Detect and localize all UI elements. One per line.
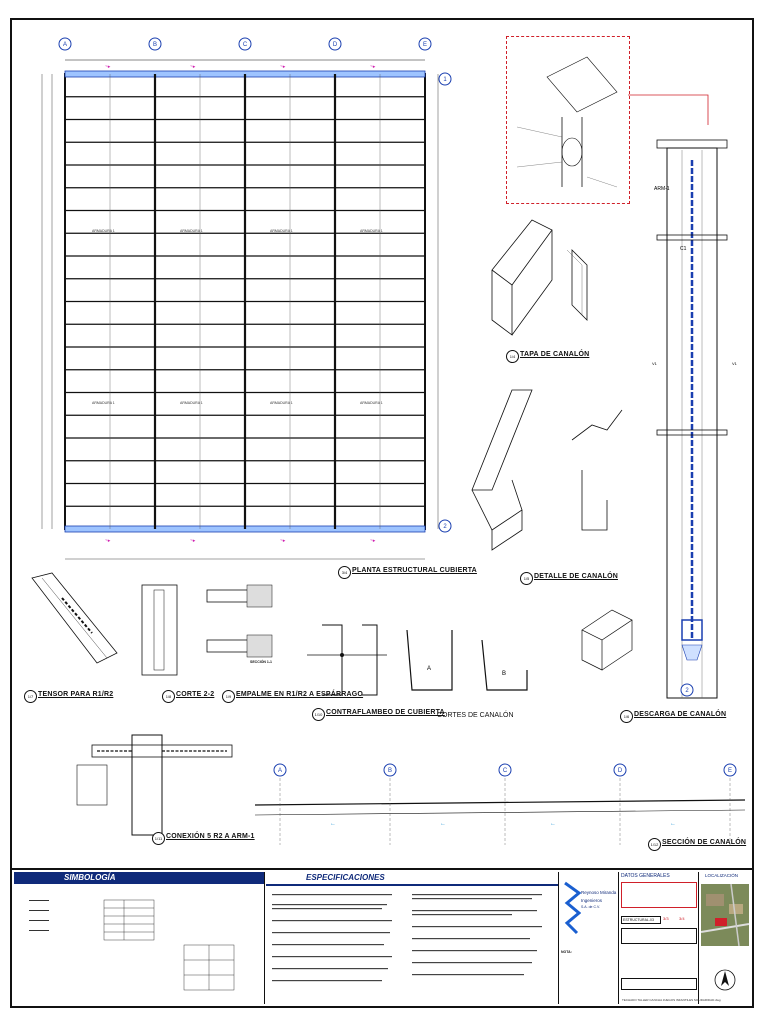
armadura-label: ARMADURA 1 bbox=[180, 401, 203, 405]
conexion-sketch bbox=[76, 734, 233, 836]
roof-structural-plan: A B C D E 1 2 ~▸ ~▸ ~▸ ~▸ ~▸ ~▸ ~▸ ~▸ bbox=[41, 37, 452, 560]
seccion-title: SECCIÓN DE CANALÓN bbox=[662, 839, 747, 846]
firm-logo-icon bbox=[564, 881, 581, 935]
axis-1: 1 bbox=[443, 77, 447, 83]
svg-text:←: ← bbox=[550, 821, 556, 827]
svg-text:~▸: ~▸ bbox=[190, 538, 196, 544]
symbology-title: SIMBOLOGÍA bbox=[64, 873, 116, 882]
svg-text:A: A bbox=[278, 768, 282, 774]
empalme-title: EMPALME EN R1/R2 A ESPÁRRAGO bbox=[236, 691, 364, 698]
svg-text:E: E bbox=[728, 768, 732, 774]
arm-label: ARM-1 bbox=[654, 186, 670, 192]
svg-text:~▸: ~▸ bbox=[370, 64, 376, 70]
armadura-label: ARMADURA 1 bbox=[360, 229, 383, 233]
general-data-panel: DATOS GENERALES ESTRUCTURAL-03 3/3 3/4 bbox=[618, 872, 699, 1004]
plan-title: PLANTA ESTRUCTURAL CUBIERTA bbox=[352, 567, 477, 574]
sheet-code: ESTRUCTURAL-03 bbox=[621, 916, 661, 924]
north-arrow-icon bbox=[714, 969, 736, 991]
tapa-title: TAPA DE CANALÓN bbox=[520, 351, 590, 358]
drawing-sheet: A B C D E 1 2 ~▸ ~▸ ~▸ ~▸ ~▸ ~▸ ~▸ ~▸ bbox=[10, 18, 754, 1008]
svg-text:←: ← bbox=[440, 821, 446, 827]
specifications-title: ESPECIFICACIONES bbox=[306, 873, 385, 882]
tensor-title: TENSOR PARA R1/R2 bbox=[38, 691, 114, 698]
svg-text:~▸: ~▸ bbox=[105, 538, 111, 544]
gutter-detail-box bbox=[506, 36, 630, 204]
svg-text:2: 2 bbox=[685, 688, 689, 694]
contraflambeo-sketch bbox=[307, 624, 387, 696]
contraflambeo-title: CONTRAFLAMBEO DE CUBIERTA bbox=[326, 709, 445, 716]
gutter-cover-sketch bbox=[491, 219, 588, 336]
svg-text:B: B bbox=[388, 768, 392, 774]
sheet-no: 3/3 bbox=[663, 916, 669, 921]
detail-badge: 1/12 bbox=[648, 838, 661, 851]
axis-e: E bbox=[423, 42, 427, 48]
svg-text:~▸: ~▸ bbox=[105, 64, 111, 70]
detail-badge: 1/4 bbox=[506, 350, 519, 363]
cortes-title: CORTES DE CANALÓN bbox=[437, 712, 514, 719]
cortes-sketch: A B bbox=[406, 629, 528, 691]
v1-label: V1 bbox=[652, 361, 658, 366]
detail-badge: 1/11 bbox=[152, 832, 165, 845]
armadura-label: ARMADURA 1 bbox=[270, 229, 293, 233]
axis-d: D bbox=[333, 42, 338, 48]
firm-sub: Ingenieros bbox=[581, 898, 603, 903]
firm-panel: Reynoso Miranda Ingenieros S.A. de C.V. … bbox=[558, 872, 619, 1004]
axis-a: A bbox=[63, 42, 67, 48]
detail-badge: 1/6 bbox=[620, 710, 633, 723]
title-block: SIMBOLOGÍA ESPECIFICACIONES bbox=[12, 868, 752, 1008]
axis-2: 2 bbox=[443, 524, 447, 530]
detail-badge: 3/4 bbox=[338, 566, 351, 579]
empalme-sketch bbox=[206, 584, 273, 658]
localizacion-title: LOCALIZACIÓN bbox=[705, 873, 739, 878]
corte-letter-a: A bbox=[427, 666, 431, 672]
gutter-detail-sketch bbox=[471, 389, 623, 551]
tensor-sketch bbox=[31, 572, 118, 664]
detail-badge: 1/7 bbox=[24, 690, 37, 703]
location-panel: LOCALIZACIÓN bbox=[698, 872, 751, 1004]
svg-text:C: C bbox=[503, 768, 508, 774]
corte-title: CORTE 2-2 bbox=[176, 691, 215, 698]
axis-bubbles: A B C D E 1 2 bbox=[58, 37, 452, 533]
svg-text:←: ← bbox=[330, 821, 336, 827]
symbology-panel: SIMBOLOGÍA bbox=[14, 872, 265, 1004]
svg-text:~▸: ~▸ bbox=[280, 538, 286, 544]
gutter-section-elevation: A B C D E ← ← ← ← bbox=[254, 763, 746, 845]
seccion-label: SECCIÓN 1-1 bbox=[250, 660, 272, 664]
svg-text:~▸: ~▸ bbox=[370, 538, 376, 544]
axis-c: C bbox=[243, 42, 248, 48]
firm-sub2: S.A. de C.V. bbox=[581, 905, 600, 909]
svg-text:~▸: ~▸ bbox=[190, 64, 196, 70]
specifications-panel: ESPECIFICACIONES bbox=[266, 872, 558, 1004]
armadura-label: ARMADURA 1 bbox=[92, 229, 115, 233]
detail-badge: 1/9 bbox=[222, 690, 235, 703]
detail-badge: 1/10 bbox=[312, 708, 325, 721]
gutter-iso bbox=[581, 609, 633, 671]
datos-title: DATOS GENERALES bbox=[621, 873, 670, 879]
detail-badge: 1/8 bbox=[162, 690, 175, 703]
detalle-title: DETALLE DE CANALÓN bbox=[534, 573, 618, 580]
corte-letter-b: B bbox=[502, 671, 506, 677]
red-leader bbox=[628, 94, 709, 125]
axis-b: B bbox=[153, 42, 157, 48]
armadura-label: ARMADURA 1 bbox=[270, 401, 293, 405]
armadura-label: ARMADURA 1 bbox=[180, 229, 203, 233]
svg-text:D: D bbox=[618, 768, 623, 774]
nota-label: NOTA: bbox=[561, 950, 572, 954]
svg-text:~▸: ~▸ bbox=[280, 64, 286, 70]
sheet-no: 3/4 bbox=[679, 916, 685, 921]
svg-text:←: ← bbox=[670, 821, 676, 827]
armadura-label: ARMADURA 1 bbox=[360, 401, 383, 405]
armadura-label: ARMADURA 1 bbox=[92, 401, 115, 405]
descarga-title: DESCARGA DE CANALÓN bbox=[634, 711, 727, 718]
column-label: C1 bbox=[680, 246, 687, 252]
conexion-title: CONEXIÓN 5 R2 A ARM-1 bbox=[166, 833, 255, 840]
downspout-elevation: V1 V1 C1 ARM-1 2 bbox=[652, 139, 738, 699]
footer-file: TECHADO TALLER CANCHA JUEGOS INFANTILES … bbox=[622, 998, 721, 1002]
firm-name: Reynoso Miranda bbox=[581, 890, 617, 895]
corte-sketch bbox=[141, 584, 178, 676]
location-map bbox=[701, 884, 749, 946]
v1-label: V1 bbox=[732, 361, 738, 366]
detail-badge: 1/5 bbox=[520, 572, 533, 585]
